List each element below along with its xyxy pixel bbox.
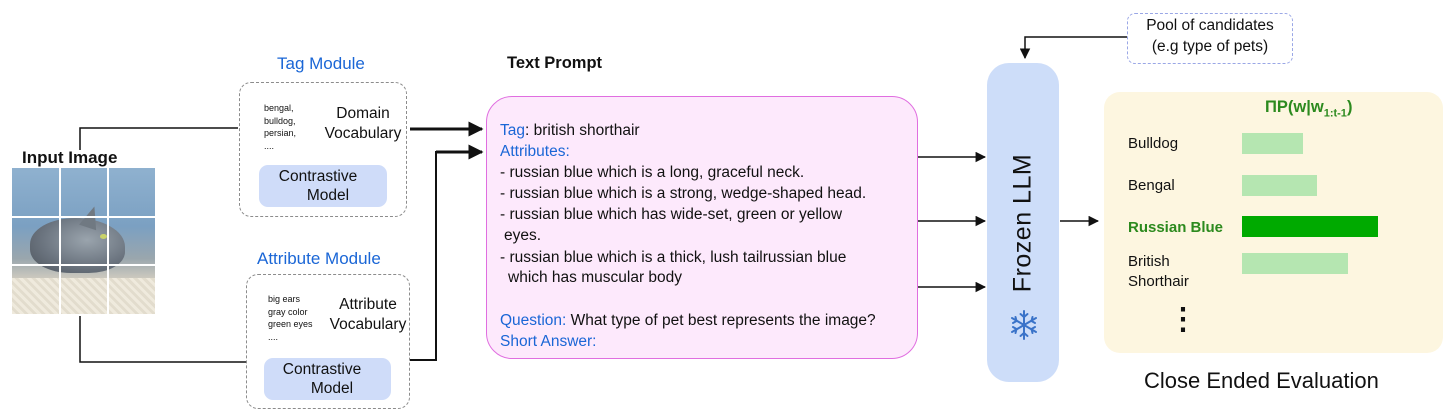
frozen-llm-label: Frozen LLM xyxy=(1008,153,1037,293)
arrow-image-to-tag xyxy=(79,127,238,150)
prompt-attribute-line: - russian blue which is a thick, lush ta… xyxy=(500,249,847,266)
prompt-attribute-line: which has muscular body xyxy=(508,269,683,286)
attribute-doc-text: big ears gray color green eyes .... xyxy=(268,294,313,342)
probability-bar xyxy=(1242,175,1317,196)
prompt-attributes-key: Attributes: xyxy=(500,143,570,160)
candidate-label: Bengal xyxy=(1128,177,1175,194)
prompt-attribute-line: eyes. xyxy=(504,227,542,244)
evaluation-caption: Close Ended Evaluation xyxy=(1144,368,1379,393)
domain-vocabulary-label: Domain Vocabulary xyxy=(324,105,402,142)
tag-doc-text: bengal, bulldog, persian, .... xyxy=(264,103,297,151)
arrow-pool-to-llm xyxy=(1019,36,1127,60)
candidate-label: Bulldog xyxy=(1128,135,1179,152)
prompt-attribute-line: - russian blue which has wide-set, green… xyxy=(500,206,843,223)
attribute-contrastive-model xyxy=(264,358,391,400)
tag-contrastive-model-label: Contrastive Model xyxy=(278,168,358,204)
more-candidates-ellipsis: ⋮ xyxy=(1168,303,1198,336)
candidate-label: Russian Blue xyxy=(1128,219,1224,236)
probability-bar xyxy=(1242,216,1378,237)
pool-of-candidates-box xyxy=(1127,13,1293,64)
prompt-attribute-line: - russian blue which is a strong, wedge-… xyxy=(500,185,867,202)
probability-bar xyxy=(1242,133,1303,154)
prompt-question-line: Question: What type of pet best represen… xyxy=(500,312,876,329)
attribute-vocabulary-label: Attribute Vocabulary xyxy=(329,296,407,333)
tag-module-title: Tag Module xyxy=(277,54,365,73)
text-prompt-title: Text Prompt xyxy=(507,54,603,72)
prompt-tag-line: Tag: british shorthair xyxy=(500,122,640,139)
prompt-short-answer: Short Answer: xyxy=(500,333,597,350)
input-image-label: Input Image xyxy=(22,148,118,167)
attribute-module-title: Attribute Module xyxy=(257,249,381,268)
attribute-contrastive-model-label: Contrastive Model xyxy=(282,361,362,397)
pool-of-candidates-label: Pool of candidates (e.g type of pets) xyxy=(1146,17,1274,55)
input-image xyxy=(12,168,155,314)
arrow-attr-to-prompt xyxy=(410,151,482,361)
text-prompt-box xyxy=(486,96,918,359)
cat-figure xyxy=(30,218,125,273)
probability-bar xyxy=(1242,253,1348,274)
prompt-attribute-line: - russian blue which is a long, graceful… xyxy=(500,164,805,181)
tag-contrastive-model xyxy=(259,165,387,207)
probability-formula: ΠP(w|w1:t-1) xyxy=(1265,98,1353,120)
arrow-image-to-attr xyxy=(79,316,246,363)
